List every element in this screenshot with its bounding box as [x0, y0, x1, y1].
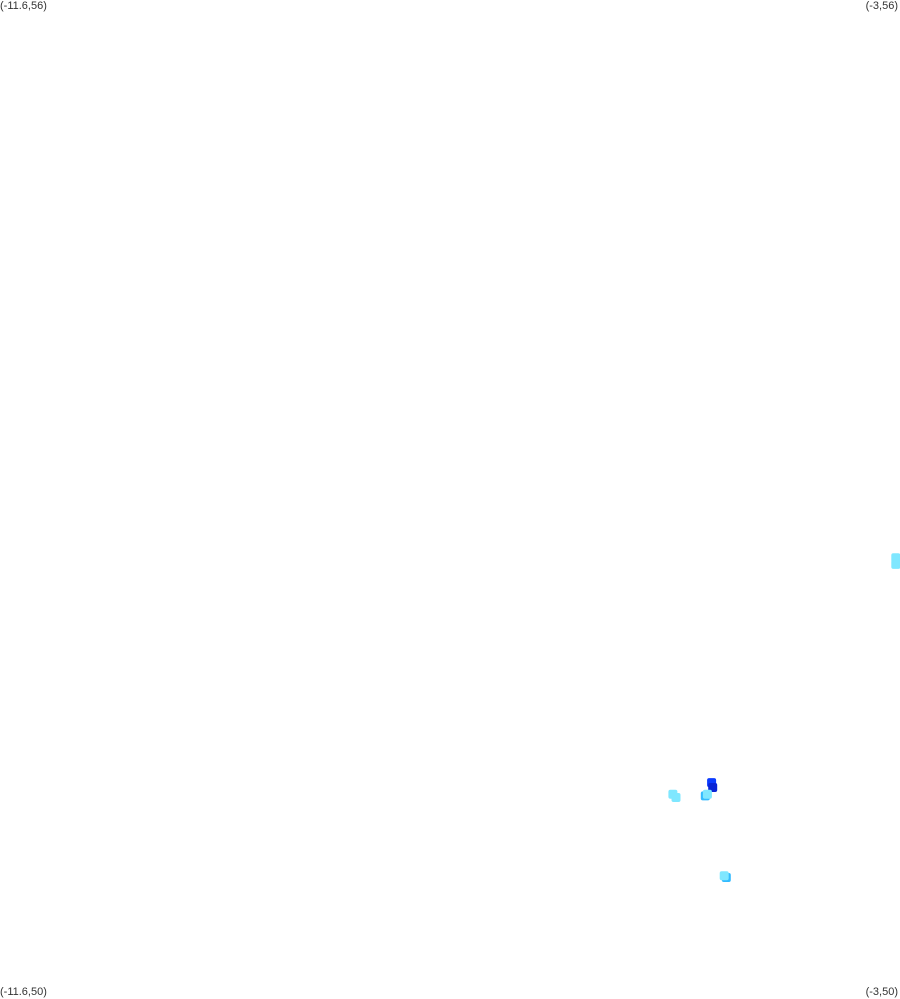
- corner-label-top-left: (-11.6,56): [0, 0, 47, 12]
- heatmap-cell-1: [891, 559, 900, 569]
- heatmap-cell-5: [702, 789, 712, 799]
- heatmap-cell-9: [719, 871, 729, 881]
- heatmap-cell-3: [708, 783, 718, 792]
- corner-label-bottom-left: (-11.6,50): [0, 986, 47, 998]
- corner-label-top-right: (-3,56): [865, 0, 898, 12]
- corner-label-bottom-right: (-3,50): [865, 986, 898, 998]
- heatmap-cell-7: [671, 793, 681, 802]
